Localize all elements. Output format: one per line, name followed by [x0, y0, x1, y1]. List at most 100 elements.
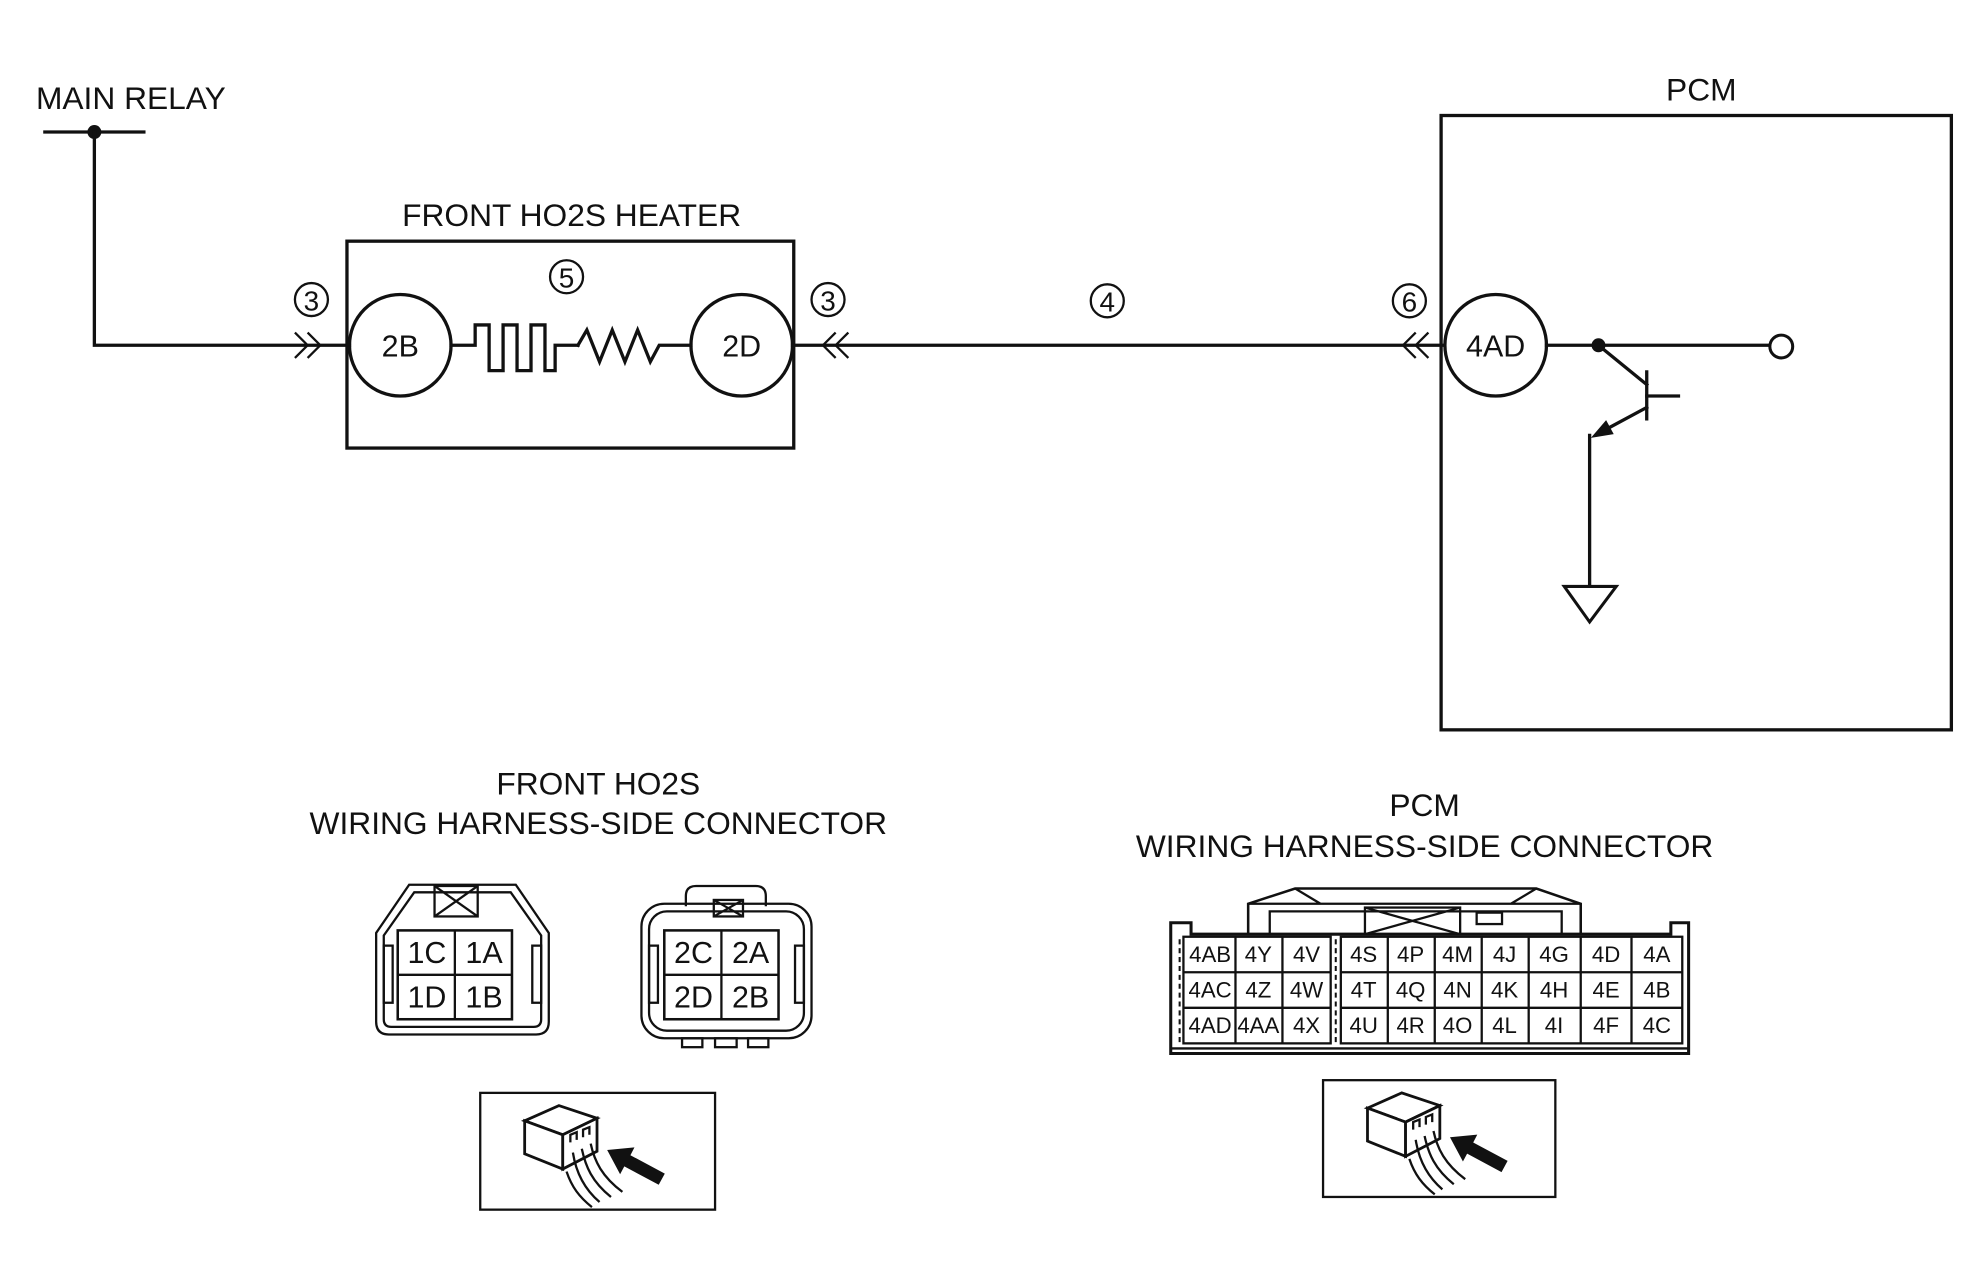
connector-side-latch: [531, 944, 543, 1004]
ref-circle: [293, 281, 330, 318]
pin-cell: 4C: [1643, 1013, 1671, 1038]
icon-wire: [1432, 1130, 1466, 1181]
pin-grid-left: [1182, 935, 1332, 1045]
pcm-label: PCM: [1666, 71, 1737, 107]
pcm-connector-subtitle: WIRING HARNESS-SIDE CONNECTOR: [1136, 828, 1713, 864]
pin-grid-right: [1339, 935, 1684, 1045]
connector-side-latch: [382, 944, 394, 1004]
chevron: [1401, 331, 1417, 359]
pin-cell: 1C: [407, 936, 446, 970]
pin-cell: 4D: [1592, 942, 1620, 967]
connector-symbol-pcm: [1401, 331, 1430, 359]
connector-bottom-tab: [713, 1037, 738, 1049]
heater-element-icon: [449, 323, 580, 373]
icon-wire: [571, 1152, 601, 1203]
heater-label: FRONT HO2S HEATER: [402, 197, 741, 233]
pin-cell: 4A: [1643, 942, 1670, 967]
connector-hood: [1246, 887, 1582, 936]
pin-cell: 1B: [465, 981, 502, 1015]
pin-cell: 4O: [1443, 1013, 1473, 1038]
ref-marker-heater-in-connector: 3: [293, 281, 330, 318]
front-ho2s-connector-left: 1C 1A 1D 1B: [375, 883, 550, 1036]
chevron: [294, 331, 310, 359]
front-ho2s-connector-subtitle: WIRING HARNESS-SIDE CONNECTOR: [310, 805, 887, 841]
lock-box: [433, 884, 479, 918]
pcm-connector-title: PCM: [1389, 787, 1460, 823]
connector-bottom-tab: [680, 1037, 704, 1049]
connector-key: [1475, 911, 1504, 926]
pin-label: 2D: [722, 330, 761, 364]
pin-cell: 4E: [1593, 978, 1620, 1003]
ref-circle: [548, 259, 585, 295]
lock-cross: [433, 885, 479, 918]
pcm-connector: 4AB 4Y 4V 4S 4P 4M 4J 4G 4D 4A 4AC 4Z 4W…: [1169, 887, 1691, 1056]
connector-hood-inner: [1248, 887, 1581, 935]
harness-side-view-icon: [1321, 1079, 1557, 1199]
pin-cell: 4F: [1593, 1013, 1619, 1038]
ref-circle: [810, 281, 846, 318]
front-ho2s-connector-title: FRONT HO2S: [496, 766, 700, 802]
pin-label: 2B: [382, 330, 419, 364]
ref-number: 3: [304, 285, 320, 316]
ref-marker-harness: 4: [1089, 283, 1125, 319]
ref-circle: [1391, 283, 1428, 319]
ref-marker-pcm-connector: 6: [1391, 283, 1428, 319]
connector-outer-shell: [1169, 921, 1691, 1056]
heater-pin-out: 2D: [689, 292, 795, 398]
pin-cell: 2A: [732, 936, 770, 970]
ref-marker-heater-out-connector: 3: [810, 281, 846, 318]
resistor-icon: [575, 325, 693, 367]
connector-inner-shell: [382, 891, 543, 1029]
icon-wire: [580, 1148, 612, 1198]
pin-cell: 4AA: [1237, 1013, 1279, 1038]
pin-cell: 4X: [1293, 1013, 1320, 1038]
pin-cell: 4H: [1540, 978, 1568, 1003]
transistor-icon: [1590, 342, 1681, 438]
pin-cell: 4T: [1351, 978, 1377, 1003]
pin-cell: 4S: [1350, 942, 1377, 967]
pin-cell: 4V: [1293, 942, 1320, 967]
pin-cell: 4K: [1491, 978, 1518, 1003]
pin-cell: 4Y: [1245, 942, 1272, 967]
connector-side-latch: [793, 944, 806, 1004]
pin-cell: 4P: [1397, 942, 1424, 967]
icon-wire: [589, 1143, 624, 1193]
pin-cell: 4Q: [1396, 978, 1426, 1003]
pin-cell: 4L: [1492, 1013, 1517, 1038]
connector-lock-icon: [433, 884, 479, 918]
pin-cell: 4U: [1349, 1013, 1377, 1038]
transistor-collector: [1596, 342, 1650, 387]
pin-cell: 4AC: [1188, 978, 1231, 1003]
transistor-emitter-arrow: [1590, 420, 1614, 438]
connector-symbol-heater-in: [294, 331, 322, 359]
connector-outer-shell: [375, 883, 550, 1036]
pin-cell: 1D: [407, 981, 446, 1015]
pcm-pin: 4AD: [1443, 292, 1549, 398]
connector-top-hump: [684, 884, 767, 907]
ground-icon: [1561, 584, 1620, 625]
lock-cross: [713, 898, 744, 918]
pin-cell: 4W: [1290, 978, 1323, 1003]
connector-lock-icon: [712, 898, 745, 918]
front-ho2s-connector-right: 2C 2A 2D 2B: [640, 884, 813, 1049]
pcm-terminal-open-circle: [1768, 333, 1795, 360]
lock-box: [712, 898, 745, 918]
ref-number: 5: [559, 262, 575, 293]
chevron: [306, 331, 322, 359]
ref-number: 6: [1402, 287, 1418, 318]
pcm-box: [1439, 113, 1954, 732]
ref-circle: [1089, 283, 1125, 319]
ref-marker-heater: 5: [548, 259, 585, 295]
icon-wire: [1423, 1135, 1455, 1186]
pin-cell: 4G: [1539, 942, 1569, 967]
icon-arrow: [607, 1147, 665, 1185]
heater-pin-in: 2B: [347, 292, 453, 398]
pin-label: 4AD: [1466, 330, 1525, 364]
icon-frame: [479, 1091, 717, 1211]
ref-number: 3: [820, 285, 836, 316]
chevron: [1414, 331, 1430, 359]
ref-number: 4: [1100, 287, 1116, 318]
pin-cell: 4N: [1443, 978, 1471, 1003]
pin-cell: 2D: [674, 981, 713, 1015]
icon-wire: [565, 1171, 593, 1209]
